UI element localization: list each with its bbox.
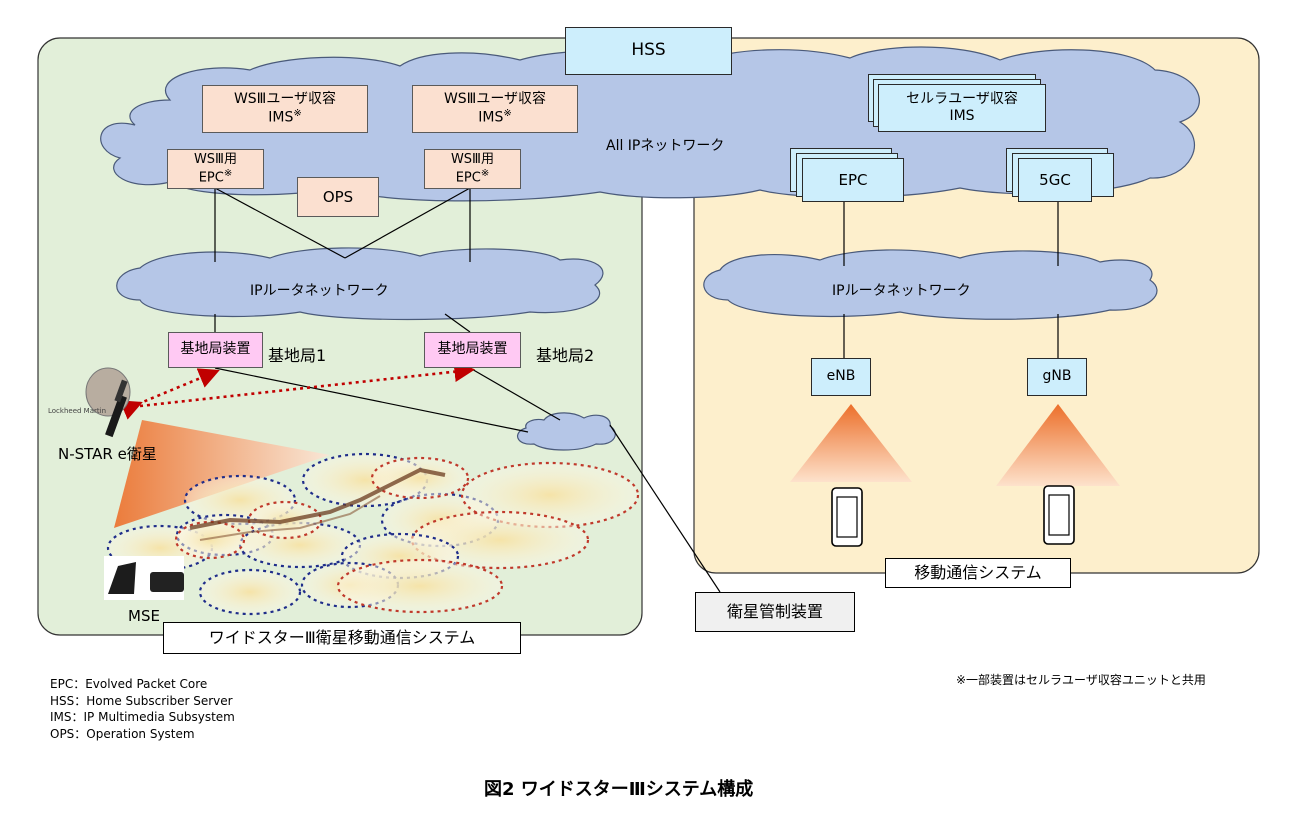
gnb-box: gNB: [1027, 358, 1087, 396]
abbreviation-legend: EPC：Evolved Packet Core HSS：Home Subscri…: [50, 676, 235, 742]
base-station-device-2-label: 基地局装置: [437, 341, 508, 358]
5gc-label: 5GC: [1039, 170, 1071, 189]
phone-icon-1: [831, 487, 863, 547]
wsiii-epc-box-2: WSⅢ用 EPC※: [424, 149, 521, 189]
widestar-system-label-box: ワイドスターⅢ衛星移動通信システム: [163, 622, 521, 654]
satellite-beam: [114, 420, 330, 528]
epc-label: EPC: [838, 170, 868, 189]
satellite-control-label: 衛星管制装置: [726, 602, 823, 621]
cellular-ims-box: セルラユーザ収容 IMS: [878, 84, 1046, 132]
mse-device-icon: [104, 556, 184, 600]
wsiii-ims-box-1: WSⅢユーザ収容 IMS※: [202, 85, 368, 133]
connection-lines: [214, 187, 1059, 593]
mse-label: MSE: [128, 607, 160, 625]
wsiii-epc-2-line2: EPC: [455, 170, 481, 186]
hss-label: HSS: [631, 40, 666, 61]
mobile-system-label: 移動通信システム: [914, 563, 1042, 582]
base-station-device-2: 基地局装置: [424, 332, 521, 368]
wsiii-ims-1-line2: IMS: [268, 109, 294, 126]
wsiii-ims-2-line1: WSⅢユーザ収容: [443, 90, 547, 107]
legend-item: OPS：Operation System: [50, 726, 195, 741]
wsiii-epc-box-1: WSⅢ用 EPC※: [167, 149, 264, 189]
legend-item: EPC：Evolved Packet Core: [50, 677, 208, 691]
base-station-device-1-label: 基地局装置: [180, 341, 251, 358]
ops-label: OPS: [322, 187, 354, 206]
5gc-box: 5GC: [1018, 158, 1092, 202]
satellite-control-box: 衛星管制装置: [695, 592, 855, 632]
wsiii-epc-2-mark: ※: [480, 167, 490, 179]
hss-box: HSS: [565, 27, 732, 75]
base-station-device-1: 基地局装置: [168, 332, 263, 368]
enb-beam: [790, 404, 912, 482]
widestar-system-label: ワイドスターⅢ衛星移動通信システム: [208, 628, 476, 647]
shared-equipment-note: ※一部装置はセルラユーザ収容ユニットと共用: [956, 673, 1206, 687]
satellite-icon: [85, 367, 131, 438]
figure-caption: 図2 ワイドスターⅢシステム構成: [484, 779, 754, 800]
ops-box: OPS: [297, 177, 379, 217]
wsiii-ims-1-line1: WSⅢユーザ収容: [233, 90, 337, 107]
mobile-system-label-box: 移動通信システム: [885, 558, 1071, 588]
ip-router-right-label: IPルータネットワーク: [832, 283, 971, 299]
cellular-ims-line2: IMS: [949, 108, 975, 124]
satellite-logo-text: Lockheed Martin: [48, 407, 107, 415]
gnb-beam: [996, 404, 1120, 486]
legend-item: IMS：IP Multimedia Subsystem: [50, 710, 235, 724]
ip-router-cloud-right: [703, 249, 1158, 320]
base-station-1-label: 基地局1: [268, 346, 327, 365]
coastline: [189, 467, 446, 530]
coverage-cells: [106, 452, 640, 616]
ip-router-left-label: IPルータネットワーク: [250, 283, 389, 299]
satellite-name-label: N-STAR e衛星: [58, 445, 157, 463]
wsiii-ims-2-mark: ※: [503, 108, 512, 120]
cellular-ims-line1: セルラユーザ収容: [906, 90, 1018, 107]
all-ip-network-label: All IPネットワーク: [606, 138, 725, 154]
enb-box: eNB: [811, 358, 871, 396]
enb-label: eNB: [826, 368, 856, 385]
phone-icon-2: [1043, 485, 1075, 545]
wsiii-ims-box-2: WSⅢユーザ収容 IMS※: [412, 85, 578, 133]
wsiii-epc-1-line1: WSⅢ用: [193, 151, 238, 167]
wsiii-ims-1-mark: ※: [293, 108, 302, 120]
wsiii-epc-1-line2: EPC: [198, 170, 224, 186]
base-station-2-label: 基地局2: [536, 346, 595, 365]
wsiii-ims-2-line2: IMS: [478, 109, 504, 126]
ip-router-cloud-left: [116, 247, 604, 321]
legend-item: HSS：Home Subscriber Server: [50, 693, 233, 708]
coastline-2: [199, 495, 381, 541]
epc-box: EPC: [802, 158, 904, 202]
gnb-label: gNB: [1042, 368, 1072, 385]
wsiii-epc-2-line1: WSⅢ用: [450, 151, 495, 167]
wsiii-epc-1-mark: ※: [223, 167, 233, 179]
